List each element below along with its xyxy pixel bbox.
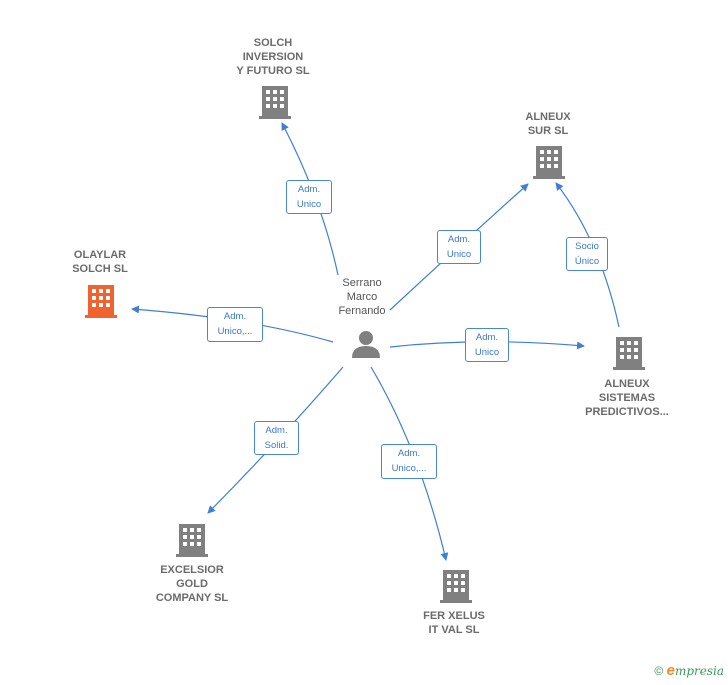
building-icon [176,524,208,557]
company-label-solch[interactable]: SOLCH INVERSION Y FUTURO SL [236,37,310,77]
company-label-alneux-sistemas[interactable]: ALNEUX SISTEMAS PREDICTIVOS... [585,378,669,418]
relation-label-excelsior[interactable]: Adm. Solid. [254,421,299,455]
footer-brand: © empresia [654,662,724,679]
person-label[interactable]: Serrano Marco Fernando [338,277,386,317]
building-icon [613,337,645,370]
relation-label-alneux-sur[interactable]: Adm. Unico [437,230,481,264]
relation-label-olaylar[interactable]: Adm. Unico,... [207,307,263,342]
company-label-fer-xelus[interactable]: FER XELUS IT VAL SL [423,610,485,636]
relation-label-socio[interactable]: Socio Único [566,237,608,271]
brand-logo-initial: e [666,662,675,679]
relation-label-alneux-sistemas[interactable]: Adm. Unico [465,328,509,362]
building-icon [259,86,291,119]
relation-label-solch[interactable]: Adm. Unico [286,180,332,214]
company-label-olaylar[interactable]: OLAYLAR SOLCH SL [72,249,128,275]
building-icon [85,285,117,318]
company-label-alneux-sur[interactable]: ALNEUX SUR SL [525,111,571,137]
company-label-excelsior[interactable]: EXCELSIOR GOLD COMPANY SL [155,564,229,604]
brand-name: mpresia [674,664,724,678]
person-icon [352,331,380,358]
relation-label-fer-xelus[interactable]: Adm. Unico,... [381,444,437,479]
building-icon [533,146,565,179]
building-icon [440,570,472,603]
copyright-icon: © [654,664,664,678]
